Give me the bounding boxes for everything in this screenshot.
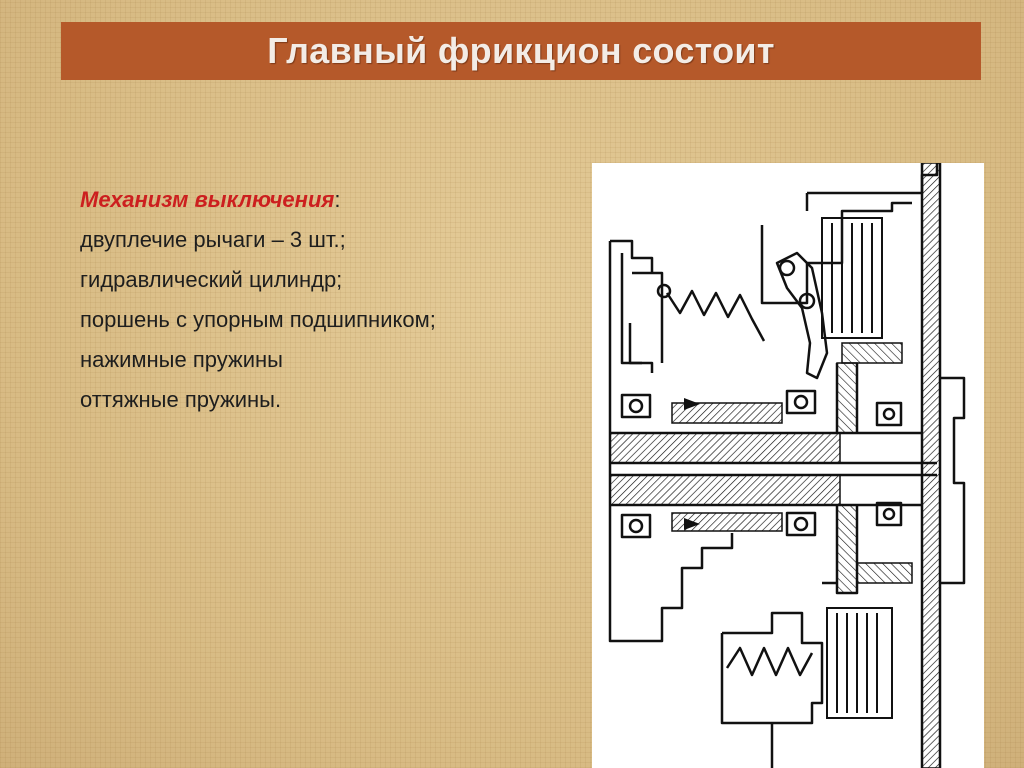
clutch-cross-section-icon <box>608 163 966 768</box>
title-bar: Главный фрикцион состоит <box>61 22 981 80</box>
text-block: Механизм выключения: двуплечие рычаги – … <box>80 182 580 422</box>
list-item: гидравлический цилиндр; <box>80 267 343 292</box>
list-item: двуплечие рычаги – 3 шт.; <box>80 227 346 252</box>
list-item: оттяжные пружины. <box>80 387 282 412</box>
heading-colon: : <box>334 187 341 212</box>
list-item: поршень с упорным подшипником; <box>80 307 436 332</box>
clutch-diagram <box>592 163 984 768</box>
list-item: нажимные пружины <box>80 347 283 372</box>
section-heading-line: Механизм выключения: <box>80 182 580 218</box>
section-heading: Механизм выключения <box>80 187 335 212</box>
slide-title: Главный фрикцион состоит <box>267 30 775 71</box>
